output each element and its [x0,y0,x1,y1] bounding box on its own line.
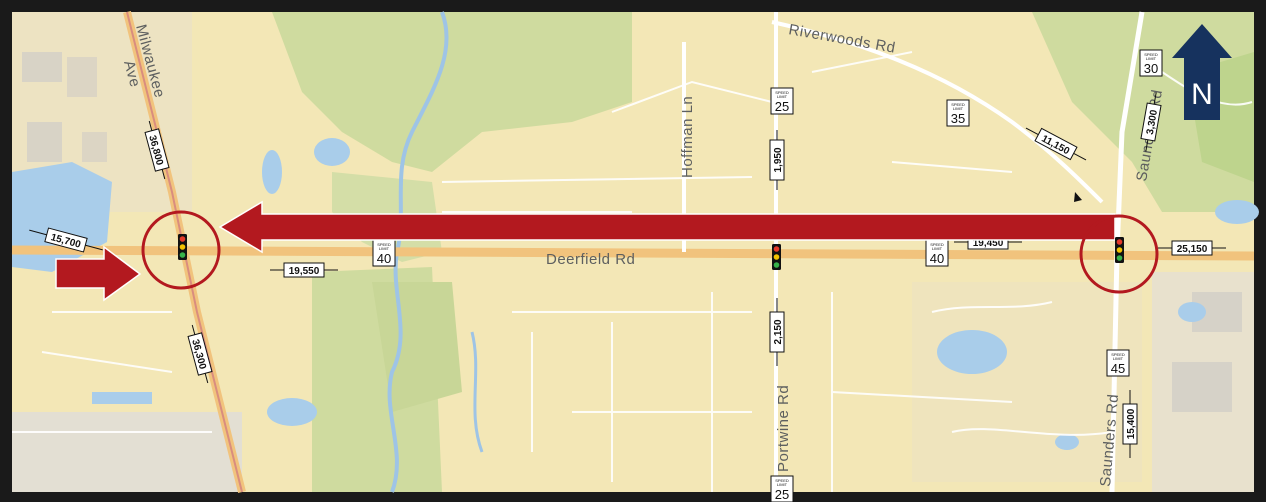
westbound-arrow-icon [218,200,1116,254]
traffic-signal-icon [178,234,187,260]
traffic-signal-icon [772,244,781,270]
speed-sign-hoffman: SPEED LIMIT 25 [770,87,794,115]
north-letter: N [1191,78,1213,111]
speed-sign-riverwoods: SPEED LIMIT 35 [946,99,970,127]
sign-subheader: LIMIT [777,482,788,487]
label-ave: Ave [120,59,143,90]
count-hoffman: 1,950 [769,130,785,190]
count-value: 19,550 [289,266,320,277]
sign-header: SPEED [377,242,391,247]
count-value: 1,950 [773,147,784,172]
count-value: 3,300 [1145,109,1160,136]
sign-value: 40 [930,251,944,266]
sign-header: SPEED [951,102,965,107]
sign-value: 45 [1111,361,1125,376]
sign-value: 25 [775,487,789,502]
traffic-signal-icon [1115,237,1124,263]
sign-subheader: LIMIT [777,94,788,99]
traffic-map: Milwaukee Ave Riverwoods Rd Hoffman Ln D… [11,11,1259,502]
intersection-circles [141,210,1159,294]
count-deerfield-west: 19,550 [270,262,338,278]
north-arrow-icon: N [1172,24,1232,120]
speed-sign-portwine: SPEED LIMIT 25 [770,475,794,502]
sign-value: 30 [1144,61,1158,76]
sign-value: 35 [951,111,965,126]
count-deerfield-far-east: 25,150 [1158,240,1226,256]
speed-sign-deerfield-east: SPEED LIMIT 40 [925,239,949,267]
sign-subheader: LIMIT [379,246,390,251]
sign-value: 40 [377,251,391,266]
speed-sign-saunders-south: SPEED LIMIT 45 [1106,349,1130,377]
sign-subheader: LIMIT [953,106,964,111]
developed-areas [12,12,1254,492]
sign-header: SPEED [930,242,944,247]
label-portwine: Portwine Rd [775,385,792,472]
sign-value: 25 [775,99,789,114]
water-bodies [12,11,1259,493]
sign-header: SPEED [775,478,789,483]
label-deerfield: Deerfield Rd [546,251,635,268]
direction-arrows [55,200,1116,302]
count-value: 2,150 [773,319,784,344]
triangle-marker-icon [1074,192,1082,202]
map-canvas: Milwaukee Ave Riverwoods Rd Hoffman Ln D… [11,11,1259,502]
traffic-signals [178,234,1124,270]
count-portwine: 2,150 [769,298,785,366]
speed-sign-deerfield-west: SPEED LIMIT 40 [372,239,396,267]
count-value: 25,150 [1177,244,1208,255]
sign-subheader: LIMIT [932,246,943,251]
count-value: 15,400 [1126,408,1137,439]
label-hoffman: Hoffman Ln [679,96,696,178]
eastbound-arrow-icon [55,245,142,302]
sign-header: SPEED [1111,352,1125,357]
sign-subheader: LIMIT [1146,56,1157,61]
sign-header: SPEED [1144,52,1158,57]
sign-header: SPEED [775,90,789,95]
speed-limit-signs: SPEED LIMIT 25 SPEED LIMIT 35 SPEED LIMI… [372,49,1163,502]
intersection-circle-milwaukee [141,210,221,290]
count-saunders-north: 3,300 [1140,92,1162,152]
intersection-circle-saunders [1079,214,1159,294]
speed-sign-saunders-north: SPEED LIMIT 30 [1139,49,1163,77]
sign-subheader: LIMIT [1113,356,1124,361]
count-saunders-south: 15,400 [1122,390,1138,458]
count-value: 19,450 [973,238,1004,249]
